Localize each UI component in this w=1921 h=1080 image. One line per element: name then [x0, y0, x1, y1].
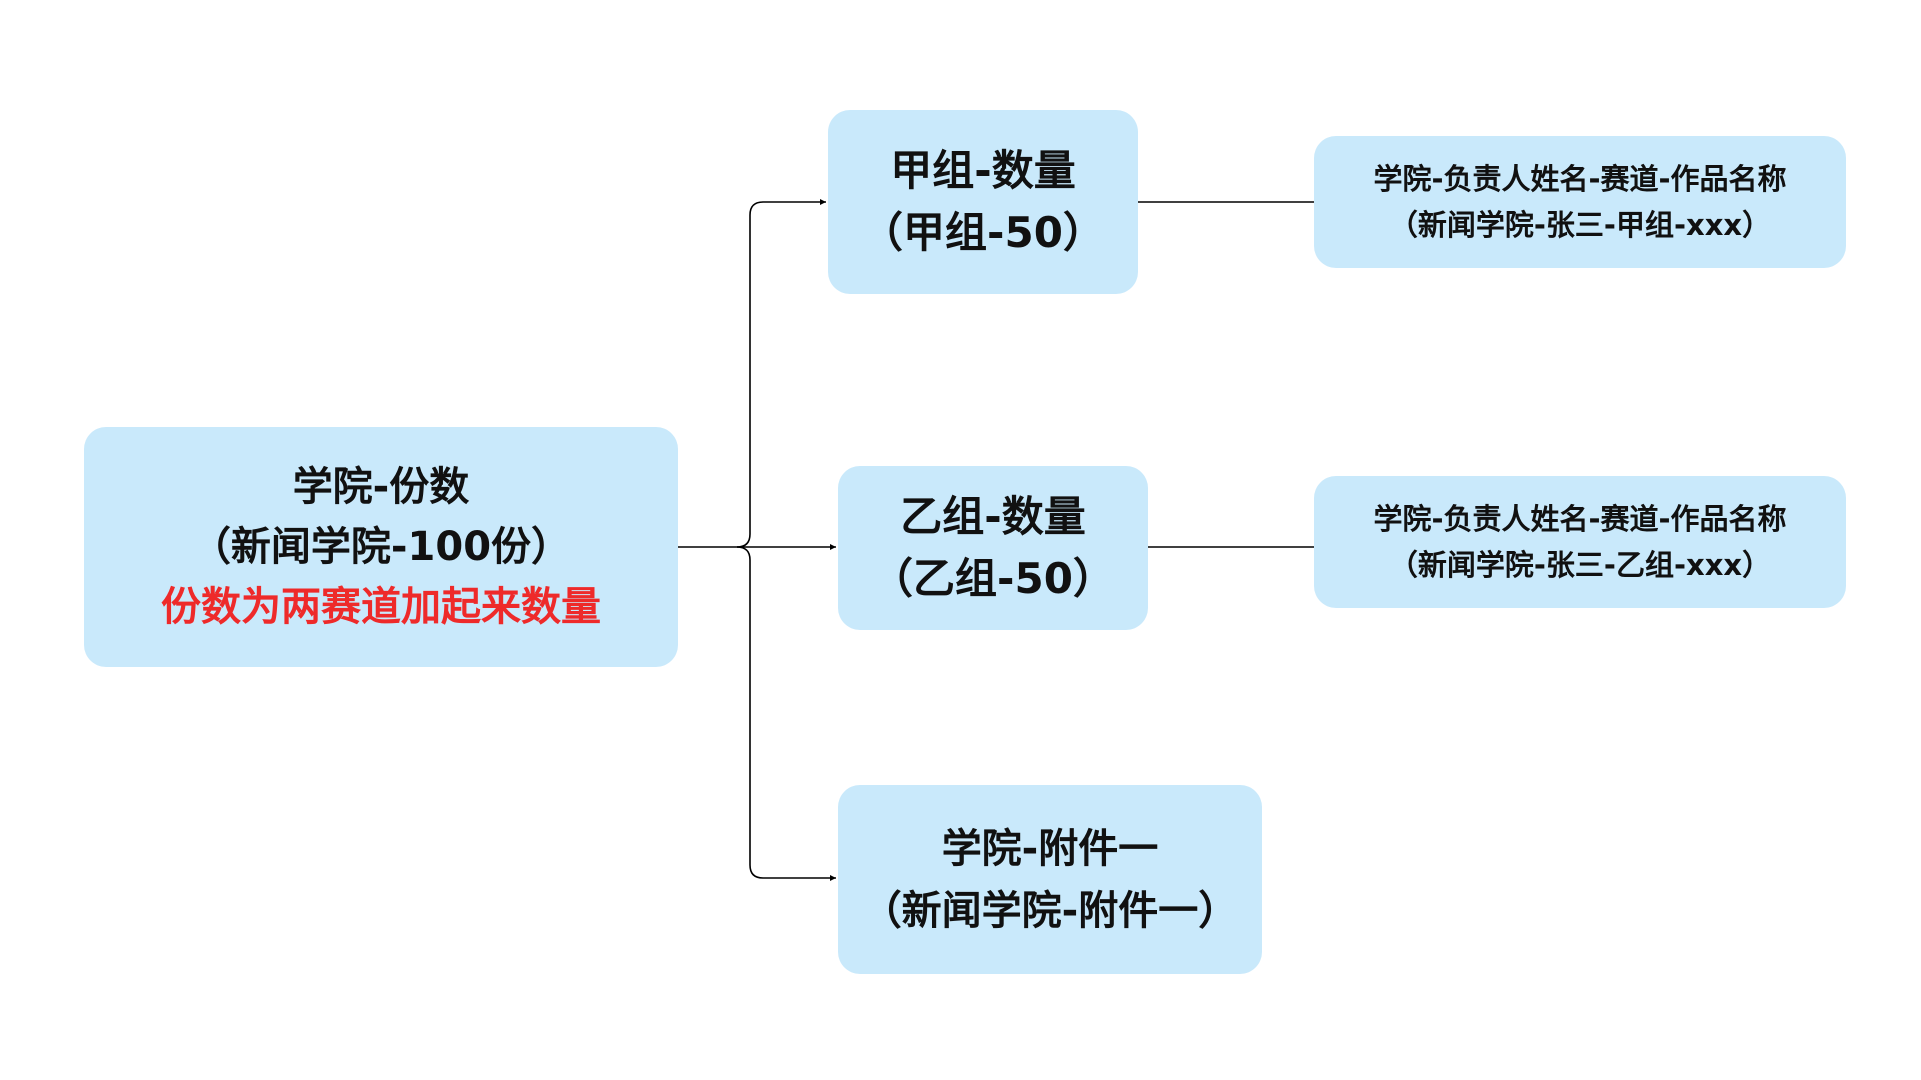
root-node-title: 学院-份数: [292, 464, 470, 510]
naming-a-example: （新闻学院-张三-甲组-xxx）: [1388, 208, 1772, 242]
naming-b-example: （新闻学院-张三-乙组-xxx）: [1388, 548, 1772, 582]
group-a-example: （甲组-50）: [861, 208, 1105, 257]
naming-a-node: 学院-负责人姓名-赛道-作品名称 （新闻学院-张三-甲组-xxx）: [1314, 136, 1846, 268]
connector-root-to-attachment: [736, 546, 836, 881]
group-b-node: 乙组-数量 （乙组-50）: [838, 466, 1148, 630]
naming-b-title: 学院-负责人姓名-赛道-作品名称: [1373, 502, 1787, 536]
attachment-example: （新闻学院-附件一）: [861, 887, 1239, 934]
root-node: 学院-份数 （新闻学院-100份） 份数为两赛道加起来数量: [84, 427, 678, 667]
group-a-node: 甲组-数量 （甲组-50）: [828, 110, 1138, 294]
attachment-node: 学院-附件一 （新闻学院-附件一）: [838, 785, 1262, 974]
root-node-example: （新闻学院-100份）: [190, 524, 572, 570]
root-node-note: 份数为两赛道加起来数量: [161, 584, 601, 630]
group-b-example: （乙组-50）: [871, 554, 1115, 603]
attachment-title: 学院-附件一: [941, 825, 1159, 872]
group-b-title: 乙组-数量: [900, 492, 1086, 541]
naming-a-title: 学院-负责人姓名-赛道-作品名称: [1373, 162, 1787, 196]
connector-root-to-group-a: [736, 199, 826, 548]
group-a-title: 甲组-数量: [890, 146, 1076, 195]
naming-b-node: 学院-负责人姓名-赛道-作品名称 （新闻学院-张三-乙组-xxx）: [1314, 476, 1846, 608]
